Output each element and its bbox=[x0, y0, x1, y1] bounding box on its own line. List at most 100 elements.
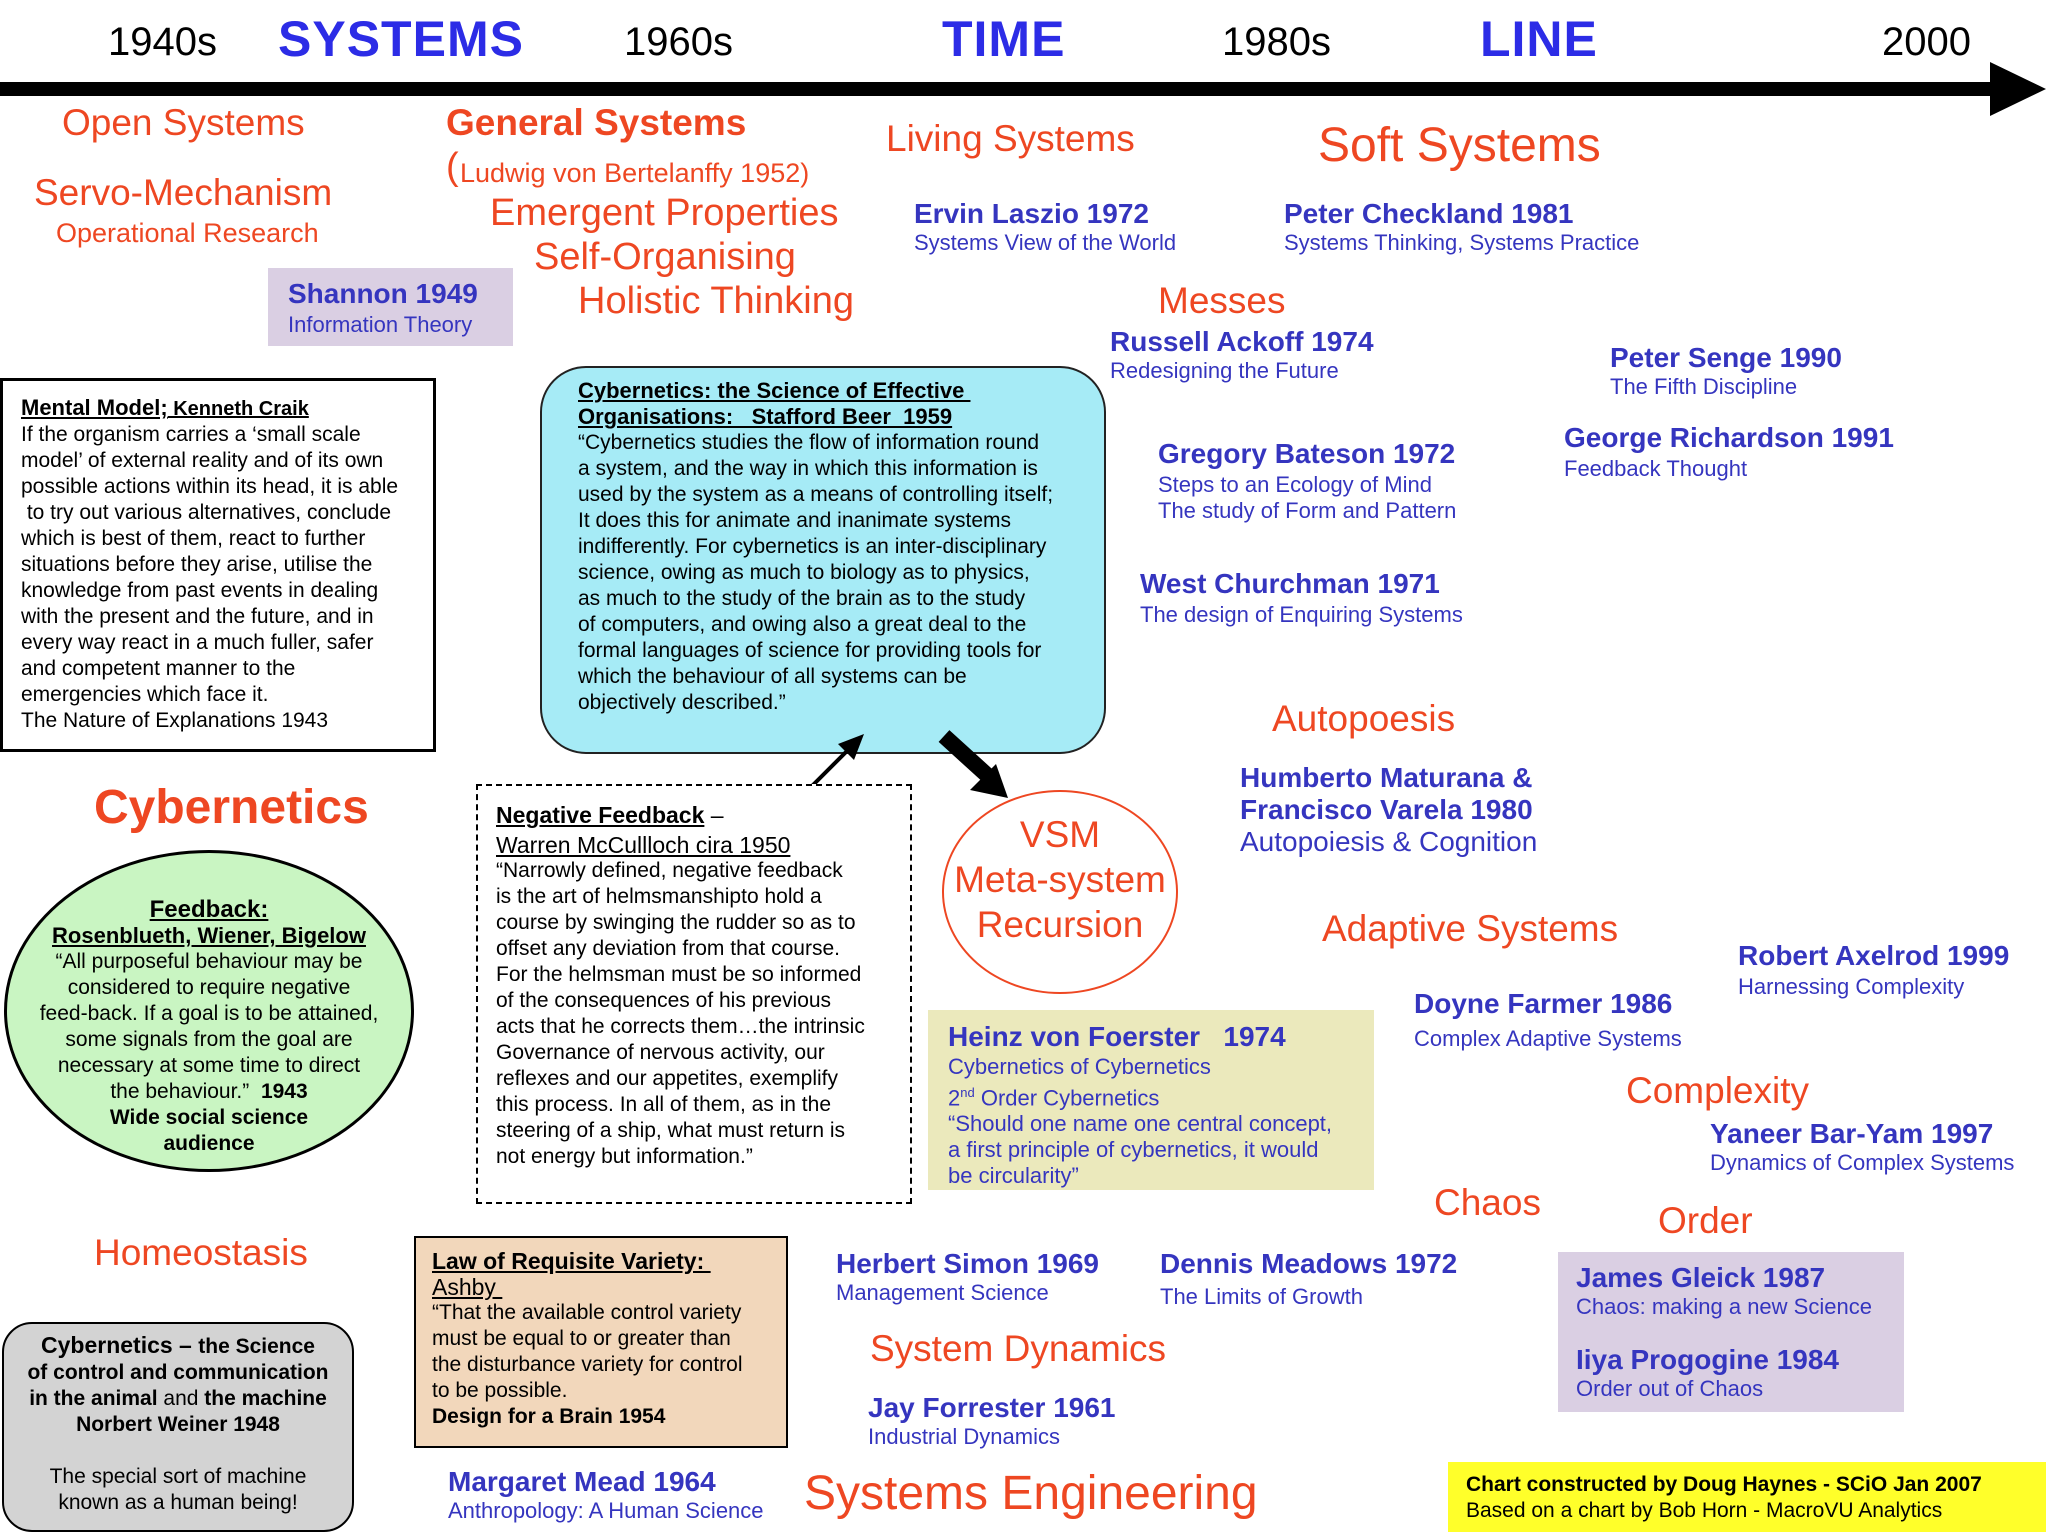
simon-work: Management Science bbox=[836, 1280, 1049, 1305]
negative-feedback-line: is the art of helmsmanshipto hold a bbox=[496, 885, 822, 908]
mental-model-line: with the present and the future, and in bbox=[21, 605, 374, 628]
wiener-science: the Science bbox=[198, 1335, 315, 1358]
vsm-meta-system: Meta-system bbox=[954, 859, 1166, 900]
foerster-quote-line: a first principle of cybernetics, it wou… bbox=[948, 1137, 1319, 1163]
concept-system-dynamics: System Dynamics bbox=[870, 1328, 1167, 1369]
richardson-work: Feedback Thought bbox=[1564, 456, 1748, 481]
beer-line: formal languages of science for providin… bbox=[578, 639, 1042, 662]
simon-name: Herbert Simon 1969 bbox=[836, 1248, 1099, 1279]
feedback-last-text: the behaviour.” bbox=[110, 1080, 261, 1103]
churchman-name: West Churchman 1971 bbox=[1140, 568, 1440, 599]
mental-model-line: every way react in a much fuller, safer bbox=[21, 631, 374, 654]
beer-box: Cybernetics: the Science of Effective Or… bbox=[540, 366, 1106, 754]
mental-model-box: Mental Model; Kenneth Craik If the organ… bbox=[0, 378, 436, 752]
ashby-line: “That the available control variety bbox=[432, 1301, 742, 1324]
churchman-work: The design of Enquiring Systems bbox=[1140, 602, 1463, 627]
negative-feedback-line: reflexes and our appetites, exemplify bbox=[496, 1067, 839, 1090]
vsm-circle: VSM Meta-system Recursion bbox=[942, 790, 1178, 994]
concept-servo-mechanism: Servo-Mechanism bbox=[34, 172, 333, 213]
laszio-name: Ervin Laszio 1972 bbox=[914, 198, 1150, 229]
credit-line-2: Based on a chart by Bob Horn - MacroVU A… bbox=[1466, 1499, 1943, 1522]
decade-1960s: 1960s bbox=[624, 20, 733, 64]
beer-line: “Cybernetics studies the flow of informa… bbox=[578, 431, 1040, 454]
checkland-name: Peter Checkland 1981 bbox=[1284, 198, 1574, 229]
concept-adaptive-systems: Adaptive Systems bbox=[1322, 908, 1619, 949]
beer-line: indifferently. For cybernetics is an int… bbox=[578, 535, 1047, 558]
mental-model-line: knowledge from past events in dealing bbox=[21, 579, 379, 602]
shannon-box: Shannon 1949 Information Theory bbox=[268, 268, 513, 346]
wiener-and: and bbox=[163, 1387, 199, 1410]
mental-model-author: Kenneth Craik bbox=[167, 398, 309, 420]
mental-model-line: The Nature of Explanations 1943 bbox=[21, 709, 329, 732]
feedback-line: feed-back. If a goal is to be attained, bbox=[39, 1002, 379, 1025]
concept-chaos: Chaos bbox=[1434, 1182, 1541, 1223]
wiener-author: Norbert Weiner 1948 bbox=[76, 1413, 280, 1436]
concept-messes: Messes bbox=[1158, 280, 1286, 321]
negative-feedback-title: Negative Feedback bbox=[496, 802, 705, 828]
feedback-audience-1: Wide social science bbox=[109, 1106, 309, 1129]
feedback-year: 1943 bbox=[260, 1080, 308, 1103]
negative-feedback-line: acts that he corrects them…the intrinsic bbox=[496, 1015, 865, 1038]
mental-model-line: emergencies which face it. bbox=[21, 683, 269, 706]
mental-model-line: situations before they arise, utilise th… bbox=[21, 553, 373, 576]
mental-model-heading: Mental Model; Kenneth Craik bbox=[21, 395, 433, 422]
header-time: TIME bbox=[942, 11, 1066, 67]
foerster-work-1: Cybernetics of Cybernetics bbox=[948, 1054, 1211, 1079]
feedback-ellipse: Feedback: Rosenblueth, Wiener, Bigelow “… bbox=[4, 850, 414, 1172]
ashby-line: the disturbance variety for control bbox=[432, 1353, 743, 1376]
checkland-work: Systems Thinking, Systems Practice bbox=[1284, 230, 1640, 255]
mead-name: Margaret Mead 1964 bbox=[448, 1466, 716, 1497]
foerster-work-2-sup: nd bbox=[960, 1085, 975, 1100]
header-systems: SYSTEMS bbox=[278, 11, 524, 67]
beer-line: as much to the study of the brain as to … bbox=[578, 587, 1026, 610]
negative-feedback-line: For the helmsman must be so informed bbox=[496, 963, 862, 986]
mental-model-line: model’ of external reality and of its ow… bbox=[21, 449, 384, 472]
beer-line: science, owing as much to biology as to … bbox=[578, 561, 1030, 584]
feedback-title: Feedback: bbox=[149, 896, 269, 923]
shannon-work: Information Theory bbox=[288, 312, 473, 337]
decade-1940s: 1940s bbox=[108, 20, 217, 64]
wiener-line-5: The special sort of machine bbox=[49, 1465, 307, 1488]
feedback-audience-2: audience bbox=[163, 1132, 255, 1155]
gleick-work: Chaos: making a new Science bbox=[1576, 1294, 1872, 1319]
negative-feedback-line: course by swinging the rudder so as to bbox=[496, 911, 856, 934]
feedback-authors: Rosenblueth, Wiener, Bigelow bbox=[52, 923, 366, 948]
chaos-order-box: James Gleick 1987 Chaos: making a new Sc… bbox=[1558, 1252, 1904, 1412]
bertalanffy-label: Ludwig von Bertelanffy 1952) bbox=[460, 158, 810, 188]
maturana-name-1: Humberto Maturana & bbox=[1240, 762, 1533, 793]
axelrod-work: Harnessing Complexity bbox=[1738, 974, 1965, 999]
header-line: LINE bbox=[1480, 11, 1598, 67]
maturana-name-2: Francisco Varela 1980 bbox=[1240, 794, 1533, 825]
mental-model-text: If the organism carries a ‘small scale m… bbox=[21, 422, 433, 734]
mental-model-line: which is best of them, react to further bbox=[21, 527, 366, 550]
farmer-work: Complex Adaptive Systems bbox=[1414, 1026, 1682, 1051]
foerster-work-2-num: 2 bbox=[948, 1085, 961, 1111]
timeline-arrow bbox=[0, 62, 2046, 116]
ashby-book: Design for a Brain 1954 bbox=[432, 1405, 666, 1428]
mental-model-line: possible actions within its head, it is … bbox=[21, 475, 399, 498]
beer-line: used by the system as a means of control… bbox=[578, 483, 1054, 506]
farmer-name: Doyne Farmer 1986 bbox=[1414, 988, 1673, 1019]
shannon-name: Shannon 1949 bbox=[288, 278, 478, 309]
beer-line: objectively described.” bbox=[578, 691, 786, 714]
beer-line: which the behaviour of all systems can b… bbox=[578, 665, 967, 688]
negative-feedback-line: this process. In all of them, as in the bbox=[496, 1093, 831, 1116]
negative-feedback-line: Governance of nervous activity, our bbox=[496, 1041, 825, 1064]
foerster-name: Heinz von Foerster 1974 bbox=[948, 1021, 1286, 1052]
mental-model-title: Mental Model; bbox=[21, 395, 168, 420]
decade-1980s: 1980s bbox=[1222, 20, 1331, 64]
concept-general-systems: General Systems bbox=[446, 102, 747, 143]
bateson-name: Gregory Bateson 1972 bbox=[1158, 438, 1456, 469]
concept-homeostasis: Homeostasis bbox=[94, 1232, 308, 1273]
negative-feedback-line: not energy but information.” bbox=[496, 1145, 753, 1168]
concept-emergent-properties: Emergent Properties bbox=[490, 192, 839, 234]
ashby-box: Law of Requisite Variety: Ashby “That th… bbox=[414, 1236, 788, 1448]
negative-feedback-dash: – bbox=[704, 802, 724, 828]
concept-self-organising: Self-Organising bbox=[534, 236, 796, 278]
negative-feedback-author: Warren McCullloch cira 1950 bbox=[496, 832, 791, 858]
concept-systems-engineering: Systems Engineering bbox=[804, 1467, 1258, 1520]
wiener-machine: the machine bbox=[198, 1387, 327, 1410]
senge-name: Peter Senge 1990 bbox=[1610, 342, 1842, 373]
foerster-quote-line: “Should one name one central concept, bbox=[948, 1111, 1333, 1137]
baryam-work: Dynamics of Complex Systems bbox=[1710, 1150, 2015, 1175]
